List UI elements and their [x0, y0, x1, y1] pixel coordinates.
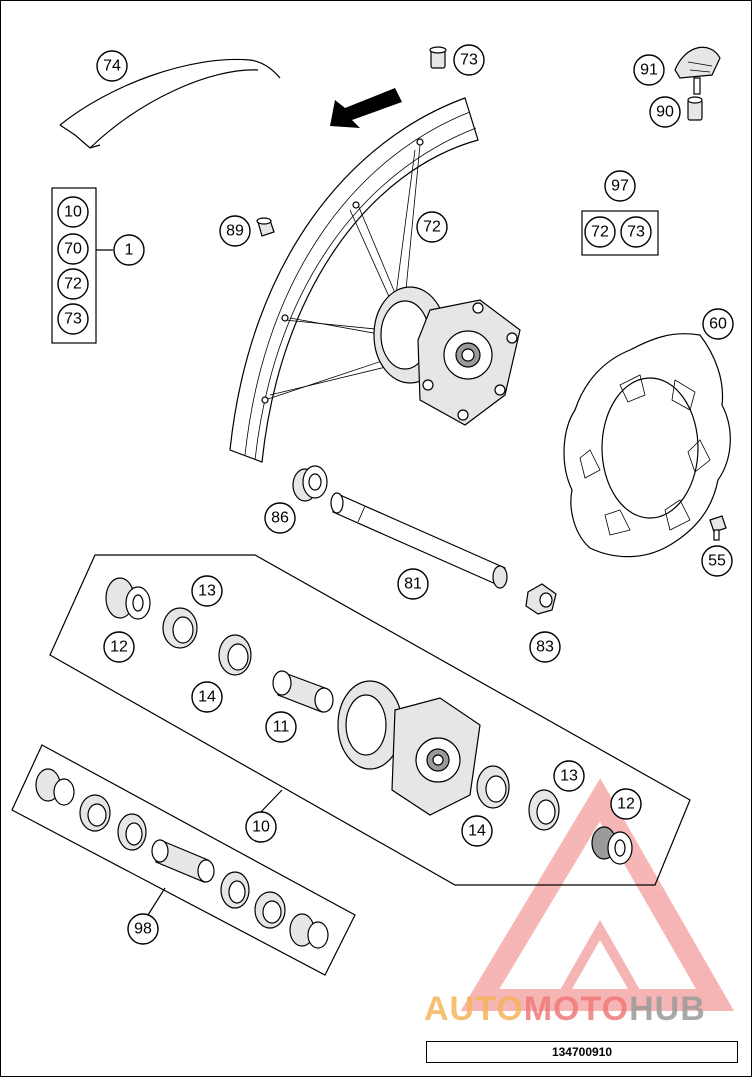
callout-1-10: 10: [57, 196, 89, 228]
axle-nut: [525, 583, 557, 615]
svg-text:97: 97: [611, 178, 629, 195]
brake-disc: [563, 333, 731, 558]
svg-text:10: 10: [252, 819, 270, 836]
wheel-hub: [373, 286, 521, 426]
callout-55: 55: [701, 545, 733, 577]
callout-89: 89: [219, 215, 251, 247]
watermark-auto: AUTO: [424, 990, 524, 1028]
svg-text:89: 89: [226, 223, 244, 240]
svg-text:12: 12: [110, 639, 128, 656]
callout-10: 10: [245, 811, 277, 843]
callout-1-72: 72: [57, 268, 89, 300]
distance-sleeve-11: [272, 670, 334, 713]
callout-72: 72: [416, 211, 448, 243]
svg-text:83: 83: [536, 639, 554, 656]
svg-text:91: 91: [640, 62, 658, 79]
tire-valve: [674, 46, 721, 121]
svg-text:73: 73: [64, 311, 82, 328]
rotation-arrow-icon: [330, 88, 402, 128]
bearing-seal-12b: [591, 826, 633, 865]
svg-text:70: 70: [64, 241, 82, 258]
bearing-14a: [218, 634, 252, 676]
svg-text:81: 81: [404, 576, 422, 593]
svg-text:74: 74: [103, 58, 121, 75]
svg-text:10: 10: [64, 204, 82, 221]
disc-bolt: [709, 515, 727, 541]
automotohub-logo-icon: [460, 778, 735, 1011]
kit-98-box: [11, 744, 356, 976]
kit-97-box: [581, 210, 659, 256]
callout-14-right: 14: [461, 815, 493, 847]
hub-10: [337, 680, 481, 816]
svg-text:13: 13: [198, 583, 216, 600]
plug: [256, 217, 275, 237]
axle: [330, 492, 508, 589]
svg-text:13: 13: [560, 768, 578, 785]
seal-13a: [162, 607, 198, 649]
valve-cap: [429, 46, 447, 69]
svg-text:73: 73: [460, 52, 478, 69]
kit-10-box: [49, 554, 691, 886]
callout-11: 11: [265, 711, 297, 743]
spacer: [292, 465, 328, 502]
svg-text:86: 86: [271, 510, 289, 527]
callout-97-72: 72: [584, 216, 616, 248]
svg-text:98: 98: [134, 921, 152, 938]
callout-1-70: 70: [57, 233, 89, 265]
callout-97: 97: [604, 170, 636, 202]
callout-81: 81: [397, 568, 429, 600]
callout-60: 60: [702, 308, 734, 340]
svg-text:72: 72: [423, 219, 441, 236]
callout-13-right: 13: [553, 760, 585, 792]
kit-1-box: [51, 187, 97, 344]
bearing-seal-12a: [105, 577, 151, 620]
svg-text:12: 12: [617, 796, 635, 813]
watermark-text: AUTOMOTOHUB: [424, 990, 706, 1029]
callout-12-right: 12: [610, 788, 642, 820]
svg-text:60: 60: [709, 316, 727, 333]
watermark-hub: HUB: [629, 990, 706, 1028]
callout-91: 91: [633, 54, 665, 86]
callout-1-73: 73: [57, 303, 89, 335]
watermark-moto: MOTO: [523, 990, 630, 1028]
svg-text:1: 1: [125, 242, 134, 259]
svg-text:73: 73: [627, 224, 645, 241]
callout-1: 1: [113, 234, 145, 266]
wheel-rim: [229, 97, 479, 463]
callout-86: 86: [264, 502, 296, 534]
callout-12-left: 12: [103, 631, 135, 663]
part-number: 134700910: [551, 1045, 613, 1059]
kit-98-parts: [35, 768, 329, 949]
svg-text:55: 55: [708, 553, 726, 570]
callout-97-73: 73: [620, 216, 652, 248]
callout-90: 90: [649, 96, 681, 128]
svg-text:14: 14: [198, 689, 216, 706]
bearing-14b: [476, 765, 510, 809]
part-number-box: 134700910: [426, 1041, 738, 1063]
svg-text:11: 11: [273, 719, 290, 736]
callout-73-valve-cap: 73: [453, 44, 485, 76]
callout-74: 74: [96, 50, 128, 82]
callout-13-left: 13: [191, 575, 223, 607]
svg-text:90: 90: [656, 104, 674, 121]
callout-83: 83: [529, 631, 561, 663]
rim-tape: [59, 58, 281, 149]
svg-text:72: 72: [591, 224, 609, 241]
callout-98: 98: [127, 913, 159, 945]
svg-text:72: 72: [64, 276, 82, 293]
seal-13b: [528, 789, 560, 831]
svg-text:14: 14: [468, 823, 486, 840]
callout-14-left: 14: [191, 681, 223, 713]
